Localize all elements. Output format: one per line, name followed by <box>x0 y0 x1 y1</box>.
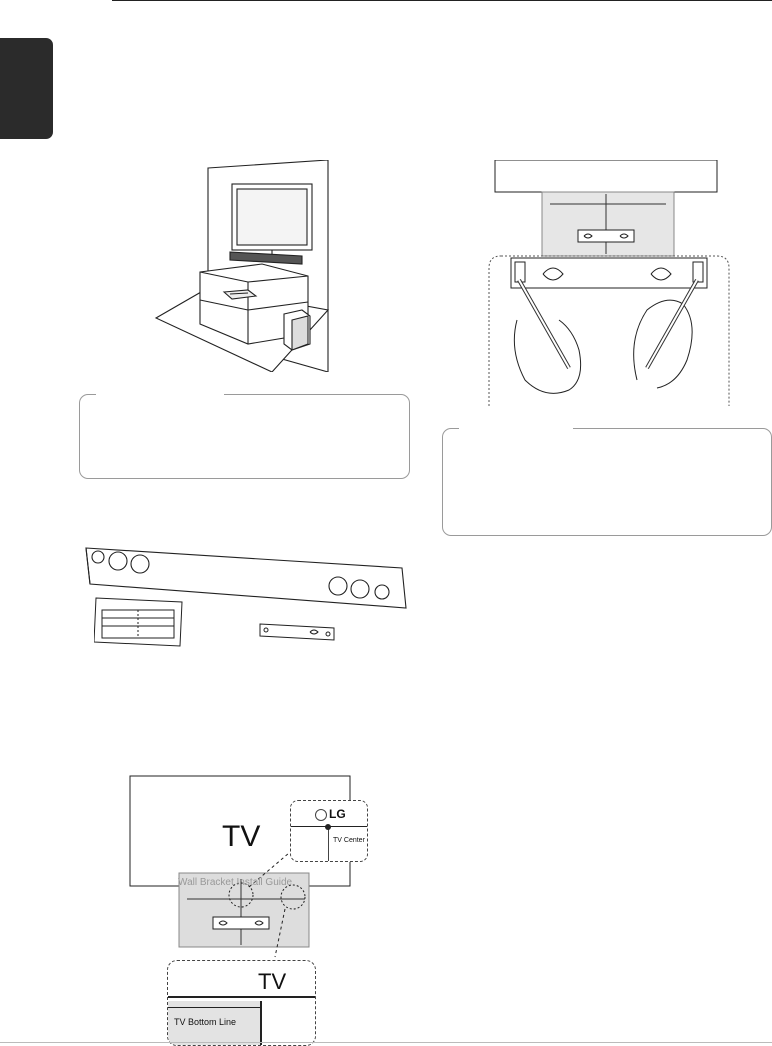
note-box-right <box>442 427 772 536</box>
guide-edge <box>260 1001 262 1045</box>
tv-center-label: TV Center <box>333 837 365 844</box>
tv-bottom-edge <box>168 996 315 998</box>
center-mark-dot <box>325 824 331 830</box>
note-box-left <box>79 393 410 479</box>
bracket-guide-area <box>168 1001 260 1045</box>
lg-logo-text: LG <box>329 807 346 821</box>
room-installation-illustration <box>152 160 352 372</box>
tv-main-label: TV <box>222 820 261 853</box>
drilling-zoom-view <box>487 250 731 406</box>
sound-bar-illustration <box>82 540 412 652</box>
wall-bracket-guide-label: Wall Bracket Install Guide <box>178 877 293 888</box>
wall-bracket-install-guide-sheet <box>94 596 184 648</box>
tv-bottom-line-zoom-box: TV TV Bottom Line <box>167 960 316 1046</box>
note-box-right-header <box>459 427 573 431</box>
page-bottom-rule <box>0 1042 772 1043</box>
tv-center-zoom-box: LG TV Center <box>290 800 368 862</box>
page-top-rule <box>112 0 772 1</box>
tv-bottom-line-label: TV Bottom Line <box>174 1017 237 1027</box>
center-line <box>328 826 329 861</box>
lg-logo-icon <box>315 809 327 821</box>
chapter-tab <box>0 38 53 139</box>
wall-bracket-part <box>258 622 338 642</box>
bottom-line-mark <box>168 1007 260 1008</box>
tv-bottom-with-bracket <box>494 160 720 258</box>
zoom-tv-label: TV <box>258 969 287 994</box>
note-box-left-header <box>96 393 224 397</box>
